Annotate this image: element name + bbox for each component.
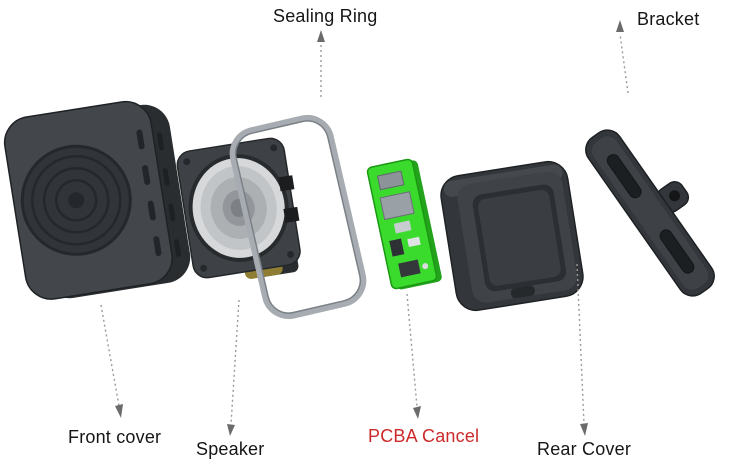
label-front-cover: Front cover: [68, 427, 162, 447]
label-rear-cover: Rear Cover: [537, 439, 632, 459]
leader-line-pcba: [406, 293, 418, 408]
leader-line-speaker: [230, 299, 240, 425]
leader-line-front-cover: [100, 304, 120, 407]
front-cover-graphic: [3, 100, 191, 300]
arrowhead-pcba: [413, 406, 421, 419]
leader-line-bracket: [619, 33, 629, 94]
arrowhead-rear-cover: [580, 423, 588, 436]
sealing-ring-graphic: [229, 114, 367, 320]
label-bracket: Bracket: [637, 9, 700, 29]
rear-cover-graphic: [440, 160, 584, 312]
leader-line-rear-cover: [576, 263, 585, 425]
speaker-graphic: [176, 137, 301, 279]
pcba-graphic: [366, 158, 442, 290]
bracket-graphic: [585, 129, 715, 297]
label-speaker: Speaker: [196, 439, 265, 459]
label-sealing-ring: Sealing Ring: [273, 6, 378, 26]
arrowhead-front-cover: [115, 404, 123, 418]
label-pcba-cancel: PCBA Cancel: [368, 426, 480, 446]
arrowhead-speaker: [227, 424, 235, 436]
arrowhead-sealing-ring: [317, 30, 325, 42]
arrowhead-bracket: [616, 20, 624, 32]
